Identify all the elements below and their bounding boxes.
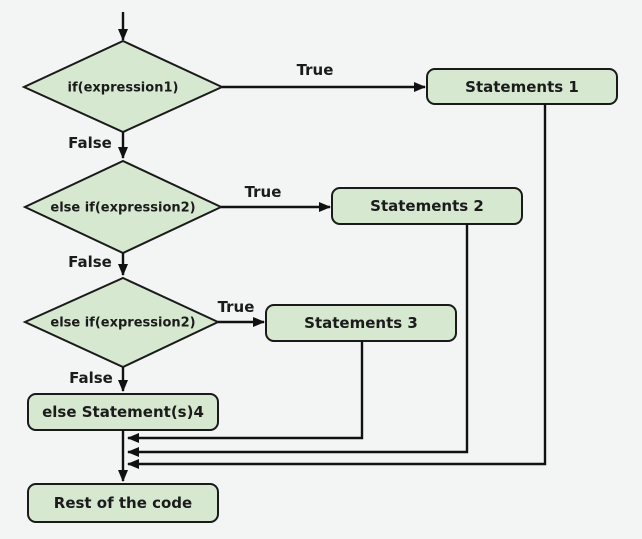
process-statements-1 bbox=[426, 68, 618, 105]
process-rest-of-code bbox=[27, 483, 219, 523]
merge-edge-statements-1 bbox=[127, 104, 547, 469]
edge-false-3-label: False bbox=[69, 369, 113, 387]
edge-true-1-label: True bbox=[297, 61, 334, 79]
decision-else-if-expression2-b-label: else if(expression2) bbox=[50, 316, 195, 331]
decision-else-if-expression2-label: else if(expression2) bbox=[50, 201, 195, 216]
edge-true-3-label: True bbox=[218, 298, 255, 316]
process-statements-1-label: Statements 1 bbox=[465, 78, 579, 96]
merge-edge-statements-2 bbox=[127, 224, 469, 457]
process-statements-2-label: Statements 2 bbox=[370, 197, 484, 215]
process-statements-3-label: Statements 3 bbox=[304, 314, 418, 332]
process-else-statements-4-label: else Statement(s)4 bbox=[42, 403, 204, 421]
process-rest-of-code-label: Rest of the code bbox=[54, 494, 192, 512]
edge-false-1-label: False bbox=[68, 134, 112, 152]
merge-edge-statements-3 bbox=[127, 341, 364, 443]
process-statements-2 bbox=[331, 187, 523, 225]
decision-if-expression1-label: if(expression1) bbox=[68, 81, 179, 96]
edge-false-2-label: False bbox=[68, 253, 112, 271]
edge-true-2-label: True bbox=[245, 183, 282, 201]
